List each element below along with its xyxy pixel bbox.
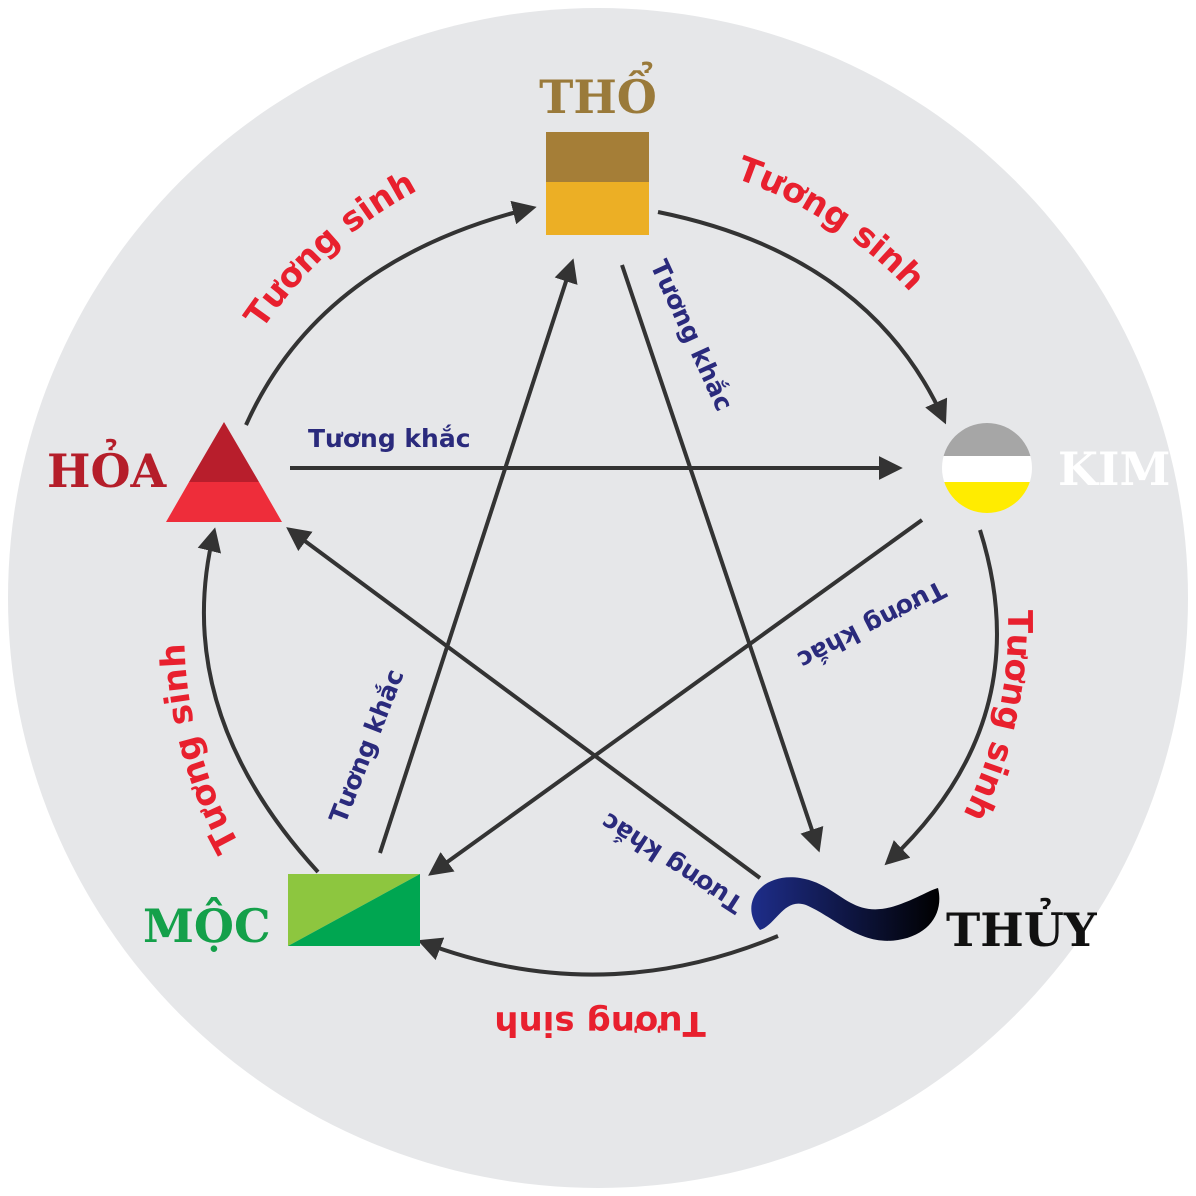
thuy-wave-icon [751, 877, 940, 941]
tho-square-top [546, 132, 649, 182]
generating-label-bottom: Tương sinh [494, 1003, 705, 1043]
hoa-triangle-top [189, 422, 259, 482]
hoa-label: HỎA [47, 437, 168, 498]
tho-node: THỔ [539, 60, 657, 235]
generating-arrows [197, 200, 999, 977]
thuy-node: THỦY [751, 877, 1098, 957]
moc-rect-dark [288, 874, 420, 946]
tho-square-bottom [546, 182, 649, 235]
moc-label: MỘC [143, 896, 271, 953]
hoa-node: HỎA [47, 422, 282, 522]
kim-circle-middle [942, 456, 1032, 482]
controlling-arrows [286, 258, 924, 880]
tho-label: THỔ [539, 60, 657, 124]
controlling-label-horizontal: Tương khắc [308, 424, 471, 453]
thuy-label: THỦY [946, 896, 1098, 957]
hoa-triangle-bottom [166, 482, 282, 522]
kim-label: KIM [1058, 442, 1170, 496]
moc-node: MỘC [143, 874, 420, 953]
